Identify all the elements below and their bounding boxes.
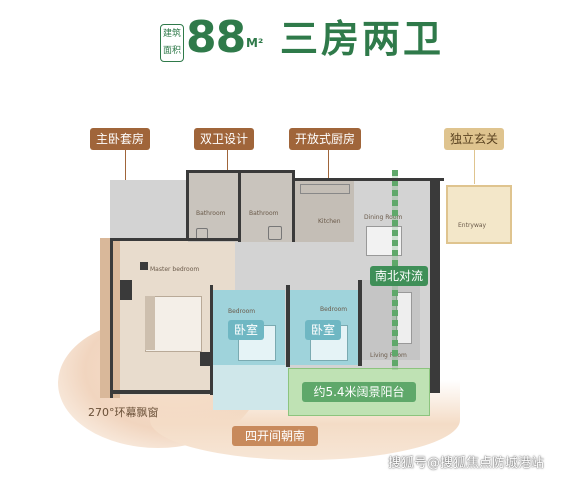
headboard — [145, 296, 155, 350]
bedroom-b-tag: 卧室 — [305, 320, 341, 340]
dining-label: Dining Room — [364, 214, 403, 221]
entryway-label: Entryway — [458, 222, 487, 229]
wall — [294, 178, 444, 181]
wall — [292, 170, 295, 242]
tag-entrance: 独立玄关 — [444, 128, 505, 150]
bathroom-1-label: Bathroom — [196, 210, 226, 217]
wall — [358, 280, 362, 366]
leader-line — [328, 150, 329, 178]
leader-line — [474, 150, 475, 184]
bathroom-2-label: Bathroom — [249, 210, 279, 217]
wall-column — [140, 262, 148, 270]
tag-master-suite: 主卧套房 — [90, 128, 151, 150]
kitchen-area — [294, 180, 354, 242]
wall — [210, 285, 213, 395]
kitchen-label: Kitchen — [318, 218, 341, 225]
bathroom-2-area — [240, 172, 292, 242]
bedroom-a-tag: 卧室 — [228, 320, 264, 340]
wall — [110, 390, 210, 394]
wall — [110, 238, 238, 241]
tag-open-kitchen: 开放式厨房 — [289, 128, 362, 150]
bedroom-window-strip — [213, 365, 288, 410]
entryway-area — [446, 185, 512, 244]
badge-line-1: 建筑 — [162, 29, 181, 39]
wall — [430, 178, 440, 393]
bay-window-caption: 270°环幕飘窗 — [88, 406, 159, 419]
sofa-icon — [396, 292, 412, 344]
bedroom-2-label: Bedroom — [320, 306, 348, 313]
master-bedroom-label: Master bedroom — [150, 266, 200, 273]
bedroom-1-label: Bedroom — [228, 308, 256, 315]
wall — [238, 170, 241, 242]
area-unit: M² — [246, 36, 264, 50]
wall-column — [120, 280, 132, 300]
counter-icon — [300, 184, 350, 194]
wall — [110, 238, 113, 398]
wall-column — [200, 352, 212, 366]
badge-line-2: 面积 — [162, 46, 181, 56]
layout-title: 三房两卫 — [280, 17, 445, 61]
toilet-icon — [268, 226, 282, 240]
north-south-label: 南北对流 — [370, 266, 428, 286]
leader-line — [227, 150, 228, 172]
area-badge: 建筑 面积 — [160, 24, 184, 62]
tag-double-bath: 双卫设计 — [194, 128, 255, 150]
wall — [186, 170, 189, 240]
watermark: 搜狐号@搜狐焦点防城港站 — [388, 456, 545, 471]
south-facing-label: 四开间朝南 — [232, 426, 318, 446]
living-label: Living Room — [370, 352, 407, 359]
wall — [286, 285, 290, 367]
balcony-label: 约5.4米阔景阳台 — [302, 382, 416, 402]
area-number: 88 — [186, 12, 246, 63]
